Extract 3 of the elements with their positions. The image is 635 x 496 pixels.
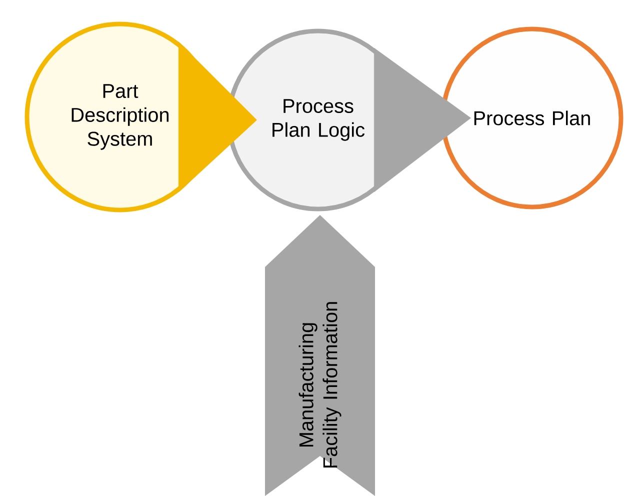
circle-node: Process Plan: [440, 26, 624, 210]
pointer-arrow: [374, 48, 471, 192]
pointer-arrow: [178, 42, 257, 192]
